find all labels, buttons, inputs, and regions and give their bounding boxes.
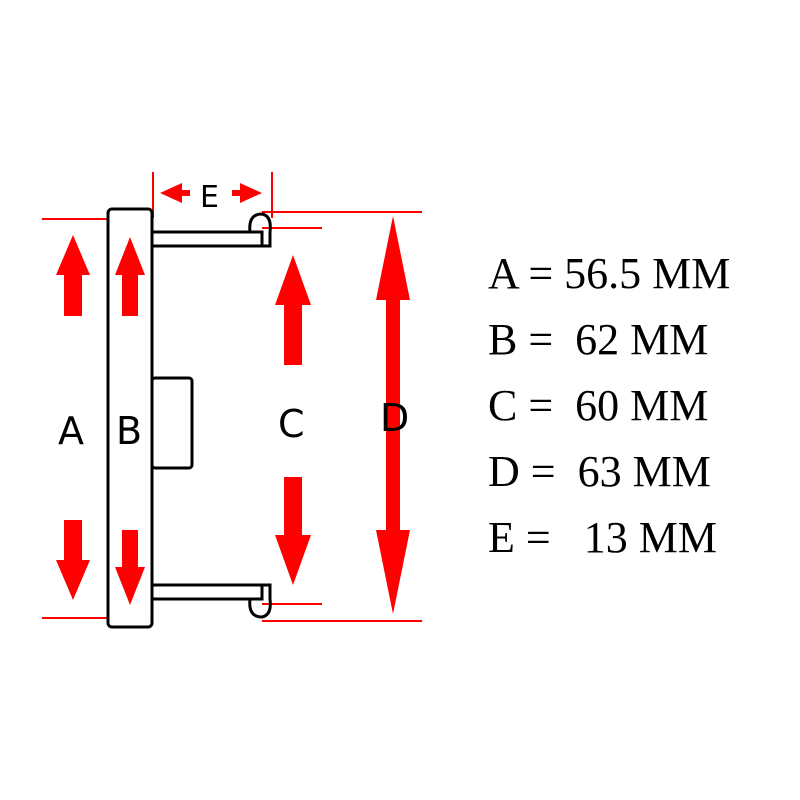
spec-a: A = 56.5 MM (488, 249, 731, 298)
label-a: A (58, 409, 84, 453)
arrow-c-up (275, 255, 311, 365)
arrow-d-double (376, 216, 410, 614)
label-c: C (278, 402, 305, 446)
spec-e: E = 13 MM (488, 513, 717, 562)
spec-b: B = 62 MM (488, 315, 709, 364)
cap-center-boss (150, 376, 194, 470)
arrow-c-down (275, 477, 311, 585)
arrow-e-left (160, 183, 190, 203)
arrow-b-up (115, 237, 145, 316)
arrow-a-down (56, 520, 90, 600)
arrow-a-up (56, 235, 90, 316)
cap-bottom-clip (152, 583, 264, 601)
spec-c: C = 60 MM (488, 381, 709, 430)
cap-bottom-clip-hook (248, 583, 272, 619)
cap-top-clip-hook (248, 212, 272, 248)
label-b: B (116, 409, 142, 453)
dimension-spec-list: A = 56.5 MM B = 62 MM C = 60 MM D = 63 M… (488, 248, 730, 578)
label-e: E (200, 180, 219, 215)
spec-d: D = 63 MM (488, 447, 711, 496)
cap-top-clip (152, 230, 264, 248)
label-d: D (380, 396, 409, 440)
arrow-e-right (232, 183, 262, 203)
arrow-b-down (115, 530, 145, 605)
